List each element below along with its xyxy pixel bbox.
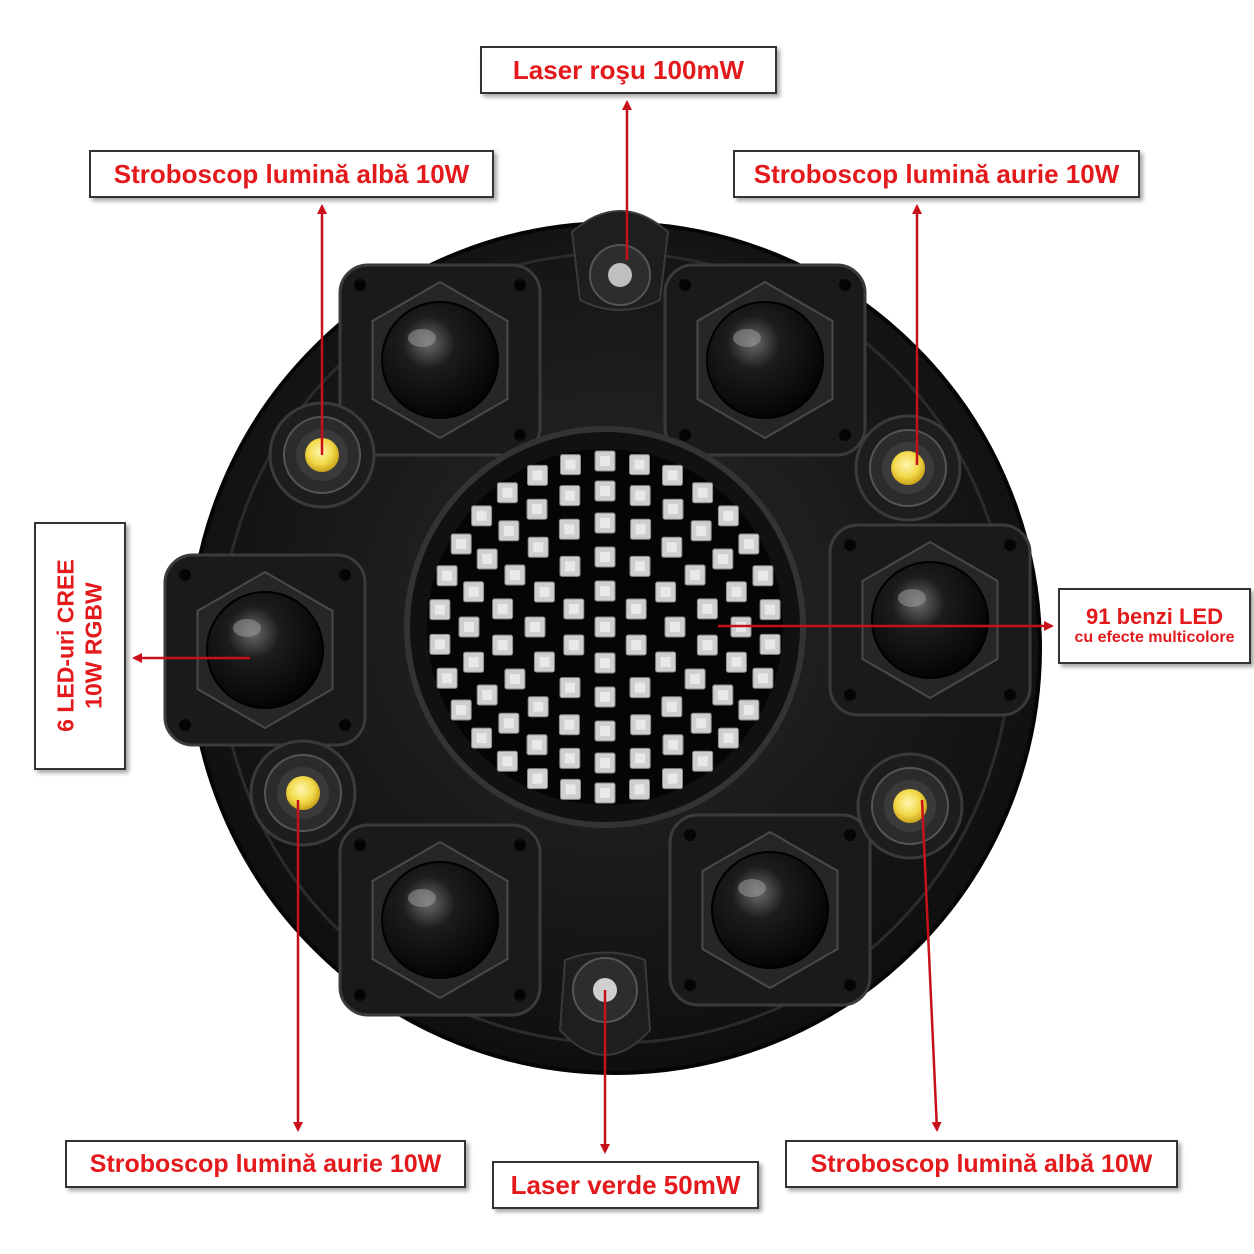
label-cree-line2: 10W RGBW [80, 582, 106, 710]
label-strobe-gold-top: Stroboscop lumină aurie 10W [733, 150, 1140, 198]
label-strobe-white-bottom: Stroboscop lumină albă 10W [785, 1140, 1178, 1188]
label-laser-red-text: Laser roşu 100mW [512, 54, 745, 85]
laser-pod-top [570, 210, 670, 311]
label-strobe-white-top: Stroboscop lumină albă 10W [89, 150, 494, 198]
strobe-4 [856, 752, 964, 860]
cree-led-housings [163, 263, 1032, 1017]
cree-led-1 [338, 263, 542, 457]
arrow-strobe-white-bottom [920, 799, 942, 1132]
label-strobe-gold-bottom-text: Stroboscop lumină aurie 10W [89, 1149, 442, 1178]
cree-led-3 [163, 553, 367, 747]
cree-led-5 [338, 823, 542, 1017]
label-laser-green: Laser verde 50mW [492, 1161, 759, 1209]
red-laser-aperture [608, 263, 632, 287]
led-bands [429, 450, 781, 804]
strobe-pods [249, 401, 964, 860]
label-led-bands: 91 benzi LED cu efecte multicolore [1058, 588, 1251, 664]
callout-arrows [132, 100, 1054, 1154]
label-strobe-white-bottom-text: Stroboscop lumină albă 10W [810, 1149, 1153, 1178]
cree-led-4 [828, 523, 1032, 717]
cree-led-6 [668, 813, 872, 1007]
cree-led-2 [663, 263, 867, 457]
label-strobe-gold-top-text: Stroboscop lumină aurie 10W [753, 158, 1120, 189]
strobe-2 [854, 414, 962, 522]
label-laser-red: Laser roşu 100mW [480, 46, 777, 94]
label-cree-line1: 6 LED-uri CREE [52, 559, 79, 733]
label-led-bands-line1: 91 benzi LED [1086, 604, 1223, 630]
label-strobe-white-top-text: Stroboscop lumină albă 10W [113, 158, 470, 189]
label-cree-leds: 6 LED-uri CREE 10W RGBW [34, 522, 126, 770]
label-laser-green-text: Laser verde 50mW [510, 1169, 741, 1200]
strobe-3 [249, 739, 357, 847]
label-led-bands-line2: cu efecte multicolore [1074, 629, 1235, 647]
label-strobe-gold-bottom: Stroboscop lumină aurie 10W [65, 1140, 466, 1188]
